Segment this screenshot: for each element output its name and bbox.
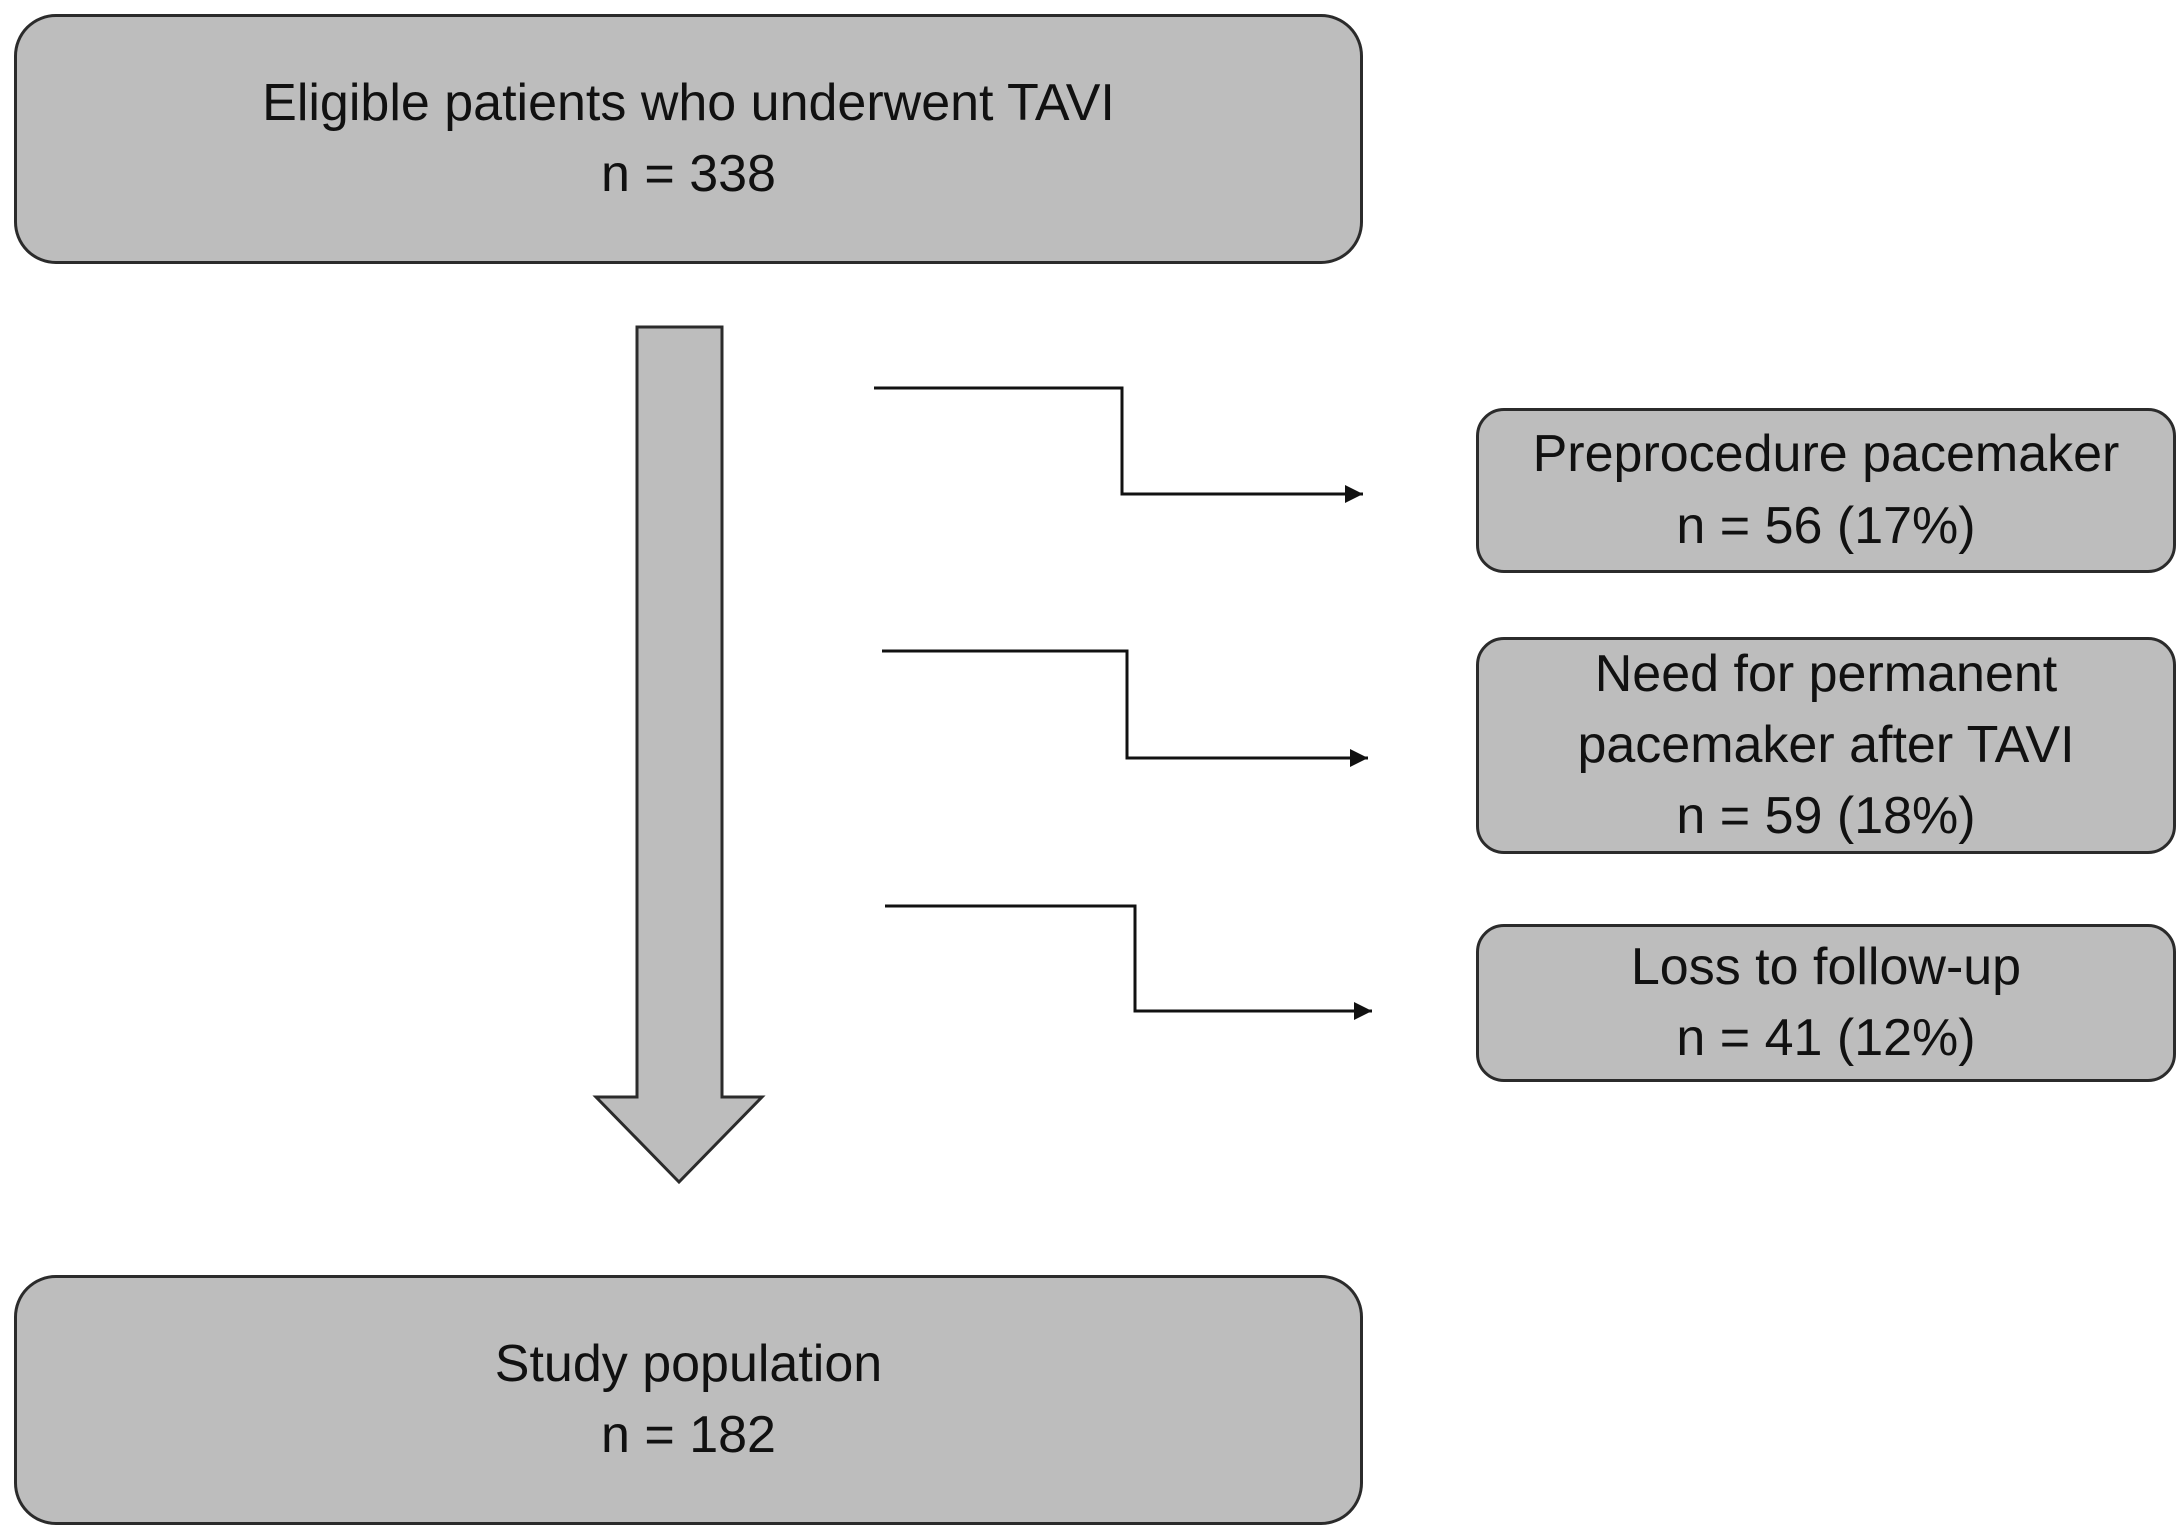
study-population-label: Study population: [494, 1334, 883, 1393]
study-population-box: Study population n = 182: [14, 1275, 1363, 1525]
exclusion-count: n = 59 (18%): [1676, 787, 1976, 846]
exclusion-label: Loss to follow-up: [1630, 937, 2022, 996]
exclusion-connector-3: [885, 904, 1372, 1020]
exclusion-connector-2: [882, 649, 1368, 767]
exclusion-box-permanent-pacemaker: Need for permanent pacemaker after TAVI …: [1476, 637, 2176, 854]
exclusion-label: Need for permanent: [1594, 644, 2058, 703]
exclusion-count: n = 56 (17%): [1676, 496, 1976, 555]
main-flow-arrow: [592, 325, 766, 1185]
exclusion-label: pacemaker after TAVI: [1577, 715, 2075, 774]
exclusion-label: Preprocedure pacemaker: [1532, 425, 2120, 484]
exclusion-box-loss-to-follow-up: Loss to follow-up n = 41 (12%): [1476, 924, 2176, 1082]
exclusion-connector-1: [874, 386, 1363, 503]
eligible-patients-label: Eligible patients who underwent TAVI: [262, 73, 1115, 132]
exclusion-box-preprocedure-pacemaker: Preprocedure pacemaker n = 56 (17%): [1476, 408, 2176, 573]
study-population-count: n = 182: [601, 1406, 776, 1464]
eligible-patients-box: Eligible patients who underwent TAVI n =…: [14, 14, 1363, 264]
exclusion-count: n = 41 (12%): [1676, 1009, 1976, 1067]
eligible-patients-count: n = 338: [601, 145, 776, 203]
